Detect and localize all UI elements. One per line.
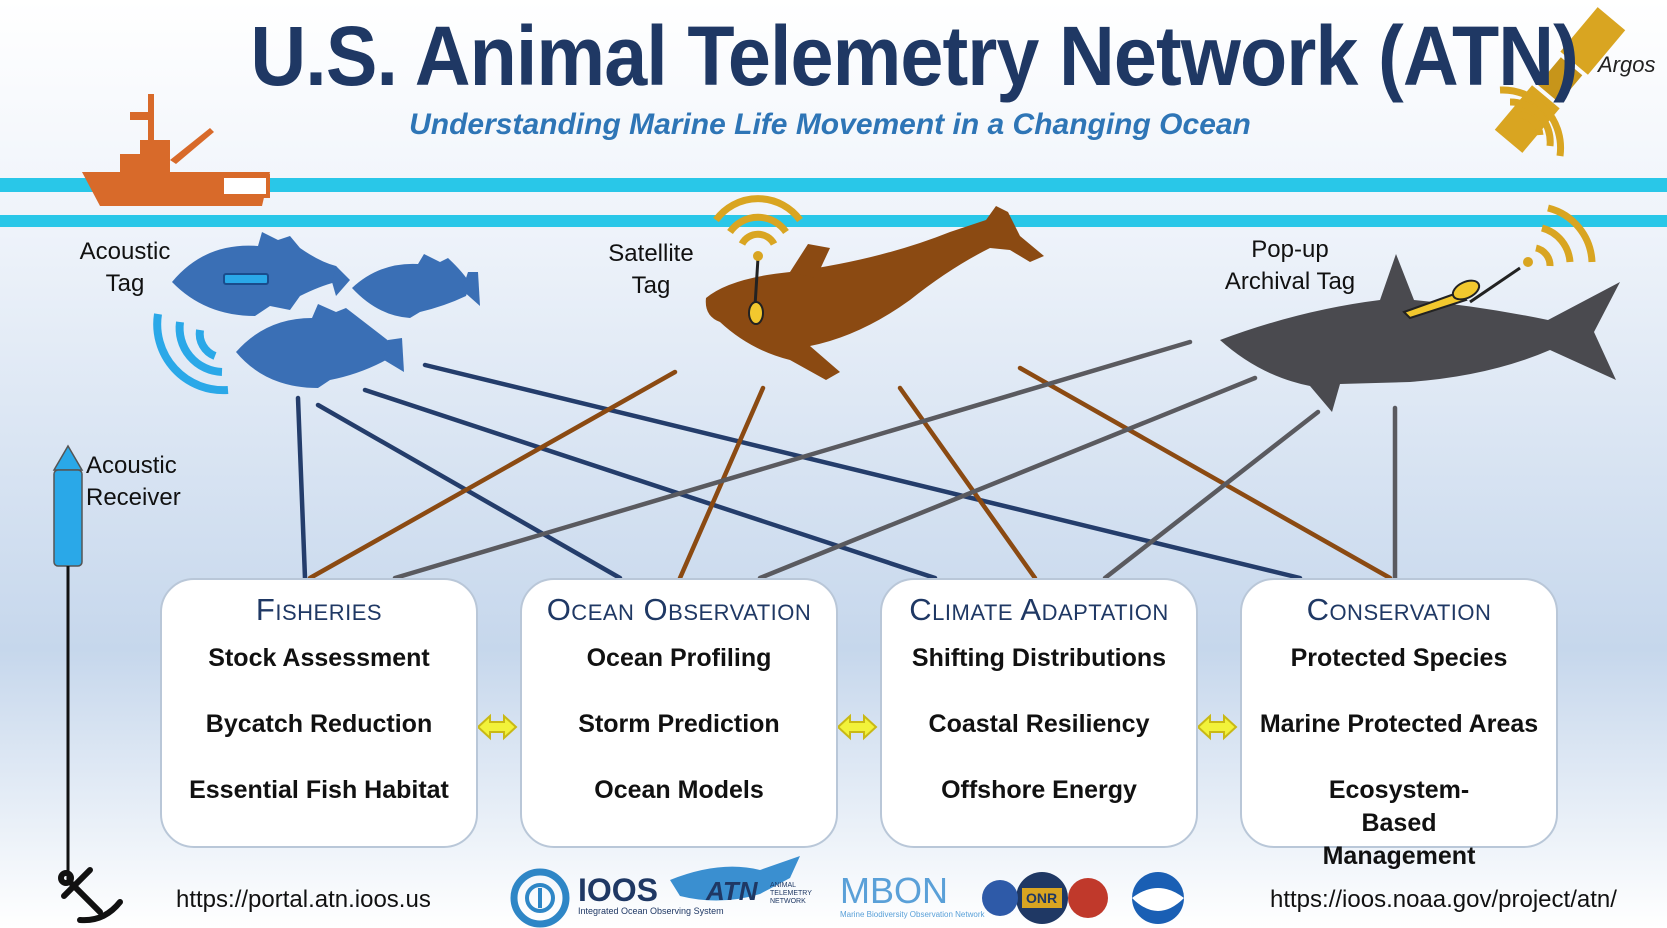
ioos-logo	[510, 868, 570, 928]
box-item: Marine Protected Areas	[1259, 710, 1539, 738]
onr-logo-text: ONR	[1026, 890, 1058, 906]
label-line: Tag	[105, 270, 145, 297]
label-line: Tag	[631, 272, 671, 299]
page-subtitle: Understanding Marine Life Movement in a …	[409, 108, 1251, 141]
onr-logo	[982, 872, 1108, 924]
label-line: Satellite	[608, 240, 694, 267]
box-item: Protected Species	[1290, 644, 1508, 672]
mbon-logo-subtext: Marine Biodiversity Observation Network	[840, 910, 985, 919]
portal-link[interactable]: https://portal.atn.ioos.us	[176, 886, 431, 913]
box-item: Ocean Profiling	[586, 644, 772, 672]
box-title: Climate Adaptation	[909, 592, 1169, 627]
box-item: Ecosystem-Based Management	[1322, 776, 1476, 870]
fish-icon	[172, 232, 480, 388]
box-fisheries: Fisheries Stock Assessment Bycatch Reduc…	[160, 578, 478, 848]
box-climate-adaptation: Climate Adaptation Shifting Distribution…	[880, 578, 1198, 848]
box-item: Stock Assessment	[208, 644, 430, 672]
popup-tag-icon	[1402, 266, 1521, 320]
box-item: Coastal Resiliency	[928, 710, 1150, 738]
page-title: U.S. Animal Telemetry Network (ATN)	[250, 9, 1579, 103]
double-arrow-icon	[1196, 713, 1238, 741]
label-line: Archival Tag	[1224, 268, 1356, 295]
box-title: Conservation	[1306, 592, 1492, 627]
box-item: Essential Fish Habitat	[189, 776, 449, 804]
shark-signal-icon	[1523, 204, 1596, 267]
seal-icon	[705, 206, 1044, 380]
label-line: Pop-up	[1251, 236, 1329, 263]
box-item: Ocean Models	[594, 776, 764, 804]
project-link[interactable]: https://ioos.noaa.gov/project/atn/	[1270, 886, 1617, 913]
acoustic-receiver-icon	[52, 444, 84, 880]
label-line: Acoustic	[86, 452, 177, 479]
water-surface-bottom	[0, 215, 1667, 227]
anchor-icon	[58, 867, 123, 924]
acoustic-signal-icon	[153, 313, 229, 395]
box-item: Offshore Energy	[941, 776, 1137, 804]
atn-logo-whale	[670, 856, 800, 901]
satellite-signal-icon	[1499, 86, 1565, 157]
water-surface-top	[0, 178, 1667, 192]
box-item: Storm Prediction	[578, 710, 780, 738]
box-title: Ocean Observation	[546, 592, 812, 627]
noaa-logo-text: NOAA	[1145, 878, 1169, 887]
atn-logo-text: ATN	[706, 876, 758, 906]
atn-logo-subtext: ANIMAL TELEMETRY NETWORK	[770, 882, 812, 905]
noaa-logo	[1132, 872, 1184, 924]
mbon-logo-text: MBON	[840, 870, 948, 911]
satellite-tag-label: Satellite Tag	[596, 238, 706, 302]
box-conservation: Conservation Protected Species Marine Pr…	[1240, 578, 1558, 870]
arrows	[476, 713, 1238, 741]
box-item: Shifting Distributions	[911, 644, 1167, 672]
label-line: Acoustic	[79, 238, 171, 265]
satellite-tag-icon	[748, 257, 764, 325]
shark-icon	[1220, 254, 1620, 412]
box-ocean-observation: Ocean Observation Ocean Profiling Storm …	[520, 578, 838, 848]
seal-signal-icon	[713, 195, 803, 261]
double-arrow-icon	[836, 713, 878, 741]
ioos-logo-text: IOOS	[578, 872, 659, 908]
acoustic-receiver-label: Acoustic Receiver	[86, 450, 196, 514]
ioos-logo-subtext: Integrated Ocean Observing System	[578, 906, 724, 916]
popup-tag-label: Pop-up Archival Tag	[1210, 234, 1370, 298]
boat-icon	[82, 94, 270, 206]
connection-lines	[295, 339, 1398, 581]
double-arrow-icon	[476, 713, 518, 741]
label-line: Receiver	[86, 484, 181, 511]
argos-label: Argos	[1598, 52, 1656, 77]
box-item: Bycatch Reduction	[205, 710, 433, 738]
box-title: Fisheries	[255, 592, 383, 627]
acoustic-tag-label: Acoustic Tag	[70, 236, 180, 300]
